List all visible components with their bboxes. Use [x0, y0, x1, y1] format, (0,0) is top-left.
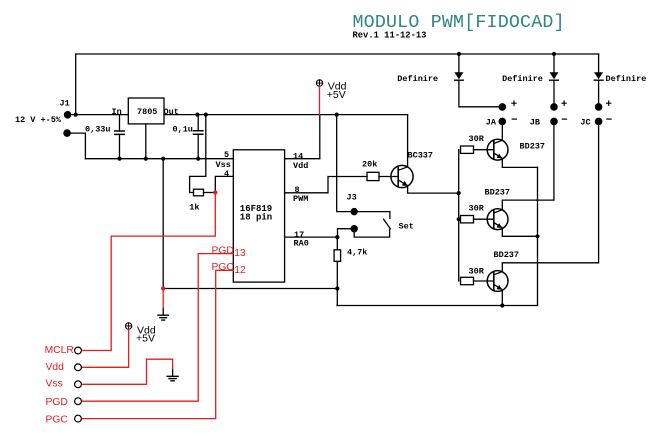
svg-text:17: 17: [294, 230, 304, 240]
svg-text:JC: JC: [580, 117, 590, 127]
svg-text:12: 12: [234, 265, 246, 276]
svg-text:BD237: BD237: [494, 250, 520, 260]
svg-text:BD237: BD237: [485, 187, 511, 197]
svg-text:Vdd: Vdd: [46, 362, 65, 373]
svg-text:30R: 30R: [469, 134, 485, 144]
svg-text:5: 5: [224, 150, 229, 160]
svg-text:4,7k: 4,7k: [347, 248, 367, 258]
svg-text:Rev.1 11-12-13: Rev.1 11-12-13: [353, 30, 427, 40]
svg-text:Set: Set: [399, 221, 414, 231]
svg-text:JA: JA: [486, 117, 497, 127]
svg-text:RA0: RA0: [294, 239, 309, 249]
svg-text:J1: J1: [60, 99, 70, 109]
svg-text:PGC: PGC: [212, 262, 235, 273]
svg-text:0,33u: 0,33u: [85, 125, 111, 135]
svg-text:BD237: BD237: [520, 142, 546, 152]
svg-text:MODULO PWM[FIDOCAD]: MODULO PWM[FIDOCAD]: [353, 13, 565, 33]
svg-text:Vdd: Vdd: [328, 81, 347, 93]
svg-text:JB: JB: [530, 117, 540, 127]
svg-text:13: 13: [234, 248, 246, 259]
svg-text:0,1u: 0,1u: [173, 124, 193, 134]
svg-text:Vdd: Vdd: [293, 161, 308, 171]
svg-text:In: In: [112, 107, 122, 117]
svg-text:18 pin: 18 pin: [240, 213, 272, 223]
svg-text:Definire: Definire: [397, 74, 438, 84]
svg-text:7805: 7805: [137, 107, 157, 117]
svg-text:Out: Out: [164, 107, 179, 117]
svg-text:Vdd: Vdd: [137, 325, 156, 337]
svg-text:8: 8: [295, 185, 300, 195]
svg-text:1k: 1k: [189, 203, 199, 213]
svg-text:Definire: Definire: [606, 74, 647, 84]
svg-text:Vss: Vss: [46, 379, 63, 390]
svg-text:MCLR: MCLR: [45, 345, 74, 356]
svg-text:J3: J3: [347, 192, 357, 202]
svg-text:+5V: +5V: [136, 332, 155, 344]
svg-text:30R: 30R: [469, 204, 485, 214]
svg-text:PGD: PGD: [46, 397, 68, 408]
svg-text:30R: 30R: [469, 266, 485, 276]
svg-text:BC337: BC337: [408, 151, 434, 161]
svg-text:+5V: +5V: [327, 89, 346, 101]
svg-text:PGC: PGC: [46, 414, 69, 425]
svg-text:PWM: PWM: [293, 194, 308, 204]
svg-text:20k: 20k: [362, 160, 377, 170]
svg-text:Vss: Vss: [216, 160, 231, 170]
svg-text:14: 14: [293, 151, 303, 161]
svg-text:Definire: Definire: [502, 74, 543, 84]
svg-text:PGD: PGD: [212, 245, 234, 256]
svg-text:4: 4: [224, 169, 229, 179]
svg-text:16F819: 16F819: [240, 204, 272, 214]
svg-text:12 V +-5%: 12 V +-5%: [15, 115, 62, 125]
